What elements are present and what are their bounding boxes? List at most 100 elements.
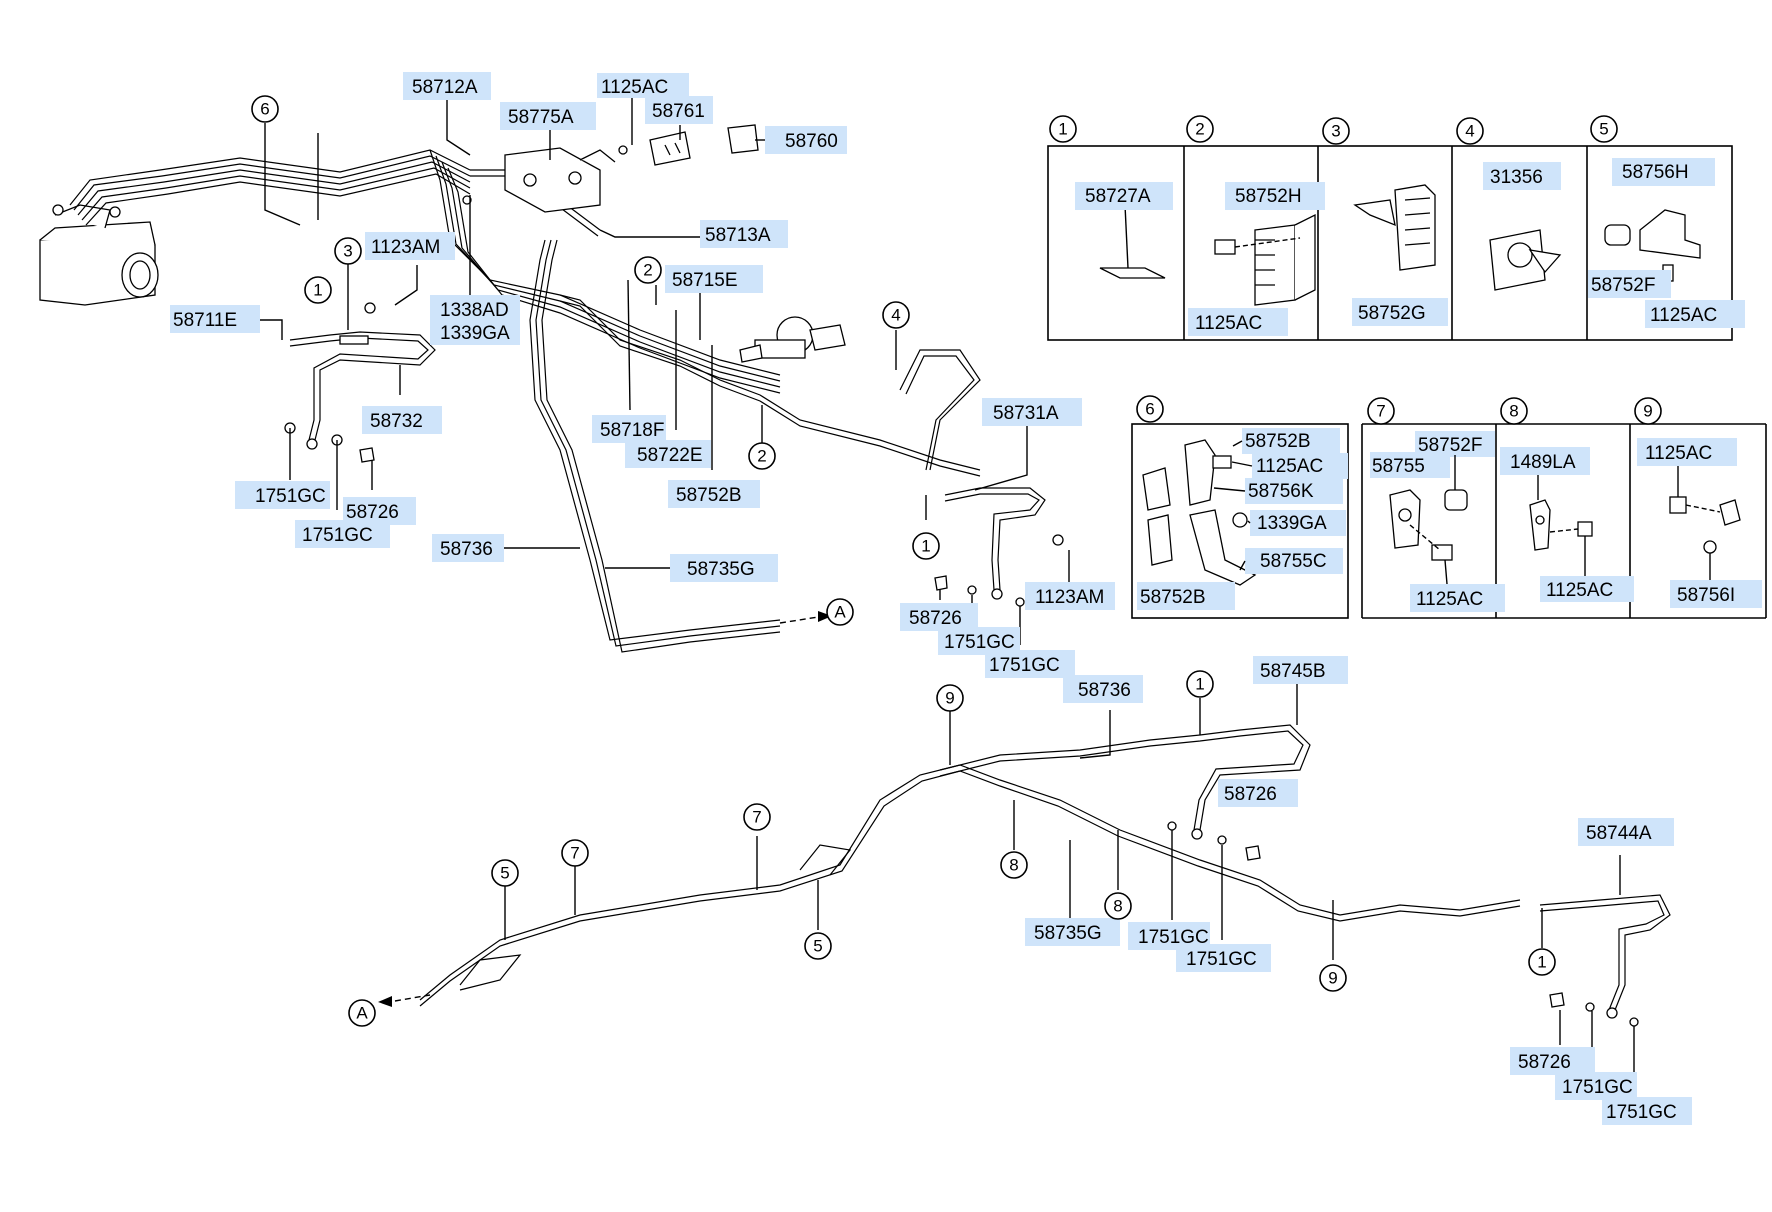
box8-label-1125AC: 1125AC	[1546, 580, 1613, 601]
pipe-bundle-upper	[69, 149, 981, 653]
label-1751GC-h: 1751GC	[1606, 1102, 1677, 1123]
box9-label-58756I: 58756I	[1677, 585, 1735, 606]
label-1751GC-c: 1751GC	[944, 632, 1015, 653]
box6-label-1339GA: 1339GA	[1257, 513, 1327, 534]
label-58722E: 58722E	[637, 445, 703, 466]
label-1751GC-a: 1751GC	[255, 486, 326, 507]
detail-box-5-number: 5	[1599, 120, 1608, 139]
label-58713A: 58713A	[705, 225, 771, 246]
label-58715E: 58715E	[672, 270, 738, 291]
label-58775A: 58775A	[508, 107, 574, 128]
callout-7-b: 7	[570, 844, 579, 863]
label-58735G-b: 58735G	[1034, 923, 1102, 944]
label-58752B-a: 58752B	[676, 485, 742, 506]
label-58712A: 58712A	[412, 77, 478, 98]
label-58736-a: 58736	[440, 539, 493, 560]
callout-5-b: 5	[813, 937, 822, 956]
label-1123AM-a: 1123AM	[371, 237, 440, 258]
hydraulic-unit	[39, 204, 159, 306]
pipe-lower-long	[419, 764, 1521, 1007]
label-1751GC-e: 1751GC	[1138, 927, 1209, 948]
box5-label-1125AC: 1125AC	[1650, 305, 1717, 326]
callout-1-d: 1	[1537, 953, 1546, 972]
pipe-lower-upper	[939, 724, 1311, 840]
box7-label-58755: 58755	[1372, 456, 1425, 477]
label-58726-d: 58726	[1518, 1052, 1571, 1073]
box9-label-1125AC: 1125AC	[1645, 443, 1712, 464]
brake-hose-front-right	[944, 487, 1046, 600]
box2-label-58752H: 58752H	[1235, 186, 1302, 207]
box6-label-58752B-bottom: 58752B	[1140, 587, 1206, 608]
callout-4: 4	[891, 306, 900, 325]
label-58718F: 58718F	[600, 420, 664, 441]
label-1751GC-f: 1751GC	[1186, 949, 1257, 970]
brake-hose-front-left	[289, 331, 436, 450]
label-58736-b: 58736	[1078, 680, 1131, 701]
label-58735G-a: 58735G	[687, 559, 755, 580]
detail-box-2-number: 2	[1195, 120, 1204, 139]
label-58726-a: 58726	[346, 502, 399, 523]
box4-label-31356: 31356	[1490, 167, 1543, 188]
box1-label-58727A: 58727A	[1085, 186, 1151, 207]
callout-A-b: A	[356, 1004, 368, 1023]
detail-box-6-number: 6	[1145, 400, 1154, 419]
fasteners-upper	[284, 422, 1025, 607]
detail-box-3-number: 3	[1331, 122, 1340, 141]
box6-label-1125AC: 1125AC	[1256, 456, 1323, 477]
label-1338AD: 1338AD	[440, 300, 509, 321]
label-58711E: 58711E	[173, 310, 237, 331]
detail-box-row-2: 6 7 8 9 58752B 1125AC 58756K 1339GA 5875…	[1131, 395, 1767, 619]
callout-9-b: 9	[1328, 969, 1337, 988]
callout-8-a: 8	[1009, 856, 1018, 875]
detail-box-7-number: 7	[1376, 402, 1385, 421]
callout-1-a: 1	[313, 281, 322, 300]
label-58726-c: 58726	[1224, 784, 1277, 805]
callout-2-b: 2	[757, 447, 766, 466]
callout-1-b: 1	[921, 537, 930, 556]
part-labels: 58712A 1125AC 58775A 58761 58760 58713A …	[170, 72, 1692, 1125]
box7-label-1125AC: 1125AC	[1416, 589, 1483, 610]
label-58726-b: 58726	[909, 608, 962, 629]
label-58745B: 58745B	[1260, 661, 1326, 682]
box5-label-58756H: 58756H	[1622, 162, 1689, 183]
clips-small	[364, 124, 1064, 546]
label-58761: 58761	[652, 101, 705, 122]
label-58732: 58732	[370, 411, 423, 432]
callout-8-b: 8	[1113, 897, 1122, 916]
box6-label-58756K: 58756K	[1248, 481, 1314, 502]
box6-label-58755C: 58755C	[1260, 551, 1327, 572]
junction-block	[504, 147, 616, 213]
leader-lines	[240, 98, 1635, 1095]
label-58731A: 58731A	[993, 403, 1059, 424]
label-1339GA: 1339GA	[440, 323, 510, 344]
callout-6: 6	[260, 100, 269, 119]
brake-hose-rear-right	[1539, 894, 1671, 1019]
callout-1-c: 1	[1195, 675, 1204, 694]
box7-label-58752F: 58752F	[1418, 435, 1482, 456]
label-1125AC-top: 1125AC	[601, 77, 668, 98]
box8-label-1489LA: 1489LA	[1510, 452, 1576, 473]
box2-label-1125AC: 1125AC	[1195, 313, 1262, 334]
callout-9-a: 9	[945, 689, 954, 708]
proportioning-valve	[739, 316, 846, 363]
label-58744A: 58744A	[1586, 823, 1652, 844]
label-1751GC-d: 1751GC	[989, 655, 1060, 676]
callout-3: 3	[343, 242, 352, 261]
fasteners-lower	[1167, 821, 1639, 1027]
detail-box-9-number: 9	[1643, 402, 1652, 421]
detail-box-row-1: 1 2 3 4 5 58727A 58752H 1125AC 58752G 31…	[1047, 115, 1745, 341]
callouts: 6 3 1 2 2 4 1 A 9 1 7 7 5 5 8 8 9 1 A	[251, 95, 1556, 1027]
label-1123AM-b: 1123AM	[1035, 587, 1104, 608]
callout-A-a: A	[834, 603, 846, 622]
box6-label-58752B-top: 58752B	[1245, 431, 1311, 452]
box5-label-58752F: 58752F	[1591, 275, 1655, 296]
detail-box-8-number: 8	[1509, 402, 1518, 421]
box3-label-58752G: 58752G	[1358, 303, 1426, 324]
callout-5-a: 5	[500, 864, 509, 883]
detail-box-4-number: 4	[1465, 122, 1474, 141]
detail-box-1-number: 1	[1058, 120, 1067, 139]
label-1751GC-g: 1751GC	[1562, 1077, 1633, 1098]
callout-2-a: 2	[643, 261, 652, 280]
label-58760: 58760	[785, 131, 838, 152]
